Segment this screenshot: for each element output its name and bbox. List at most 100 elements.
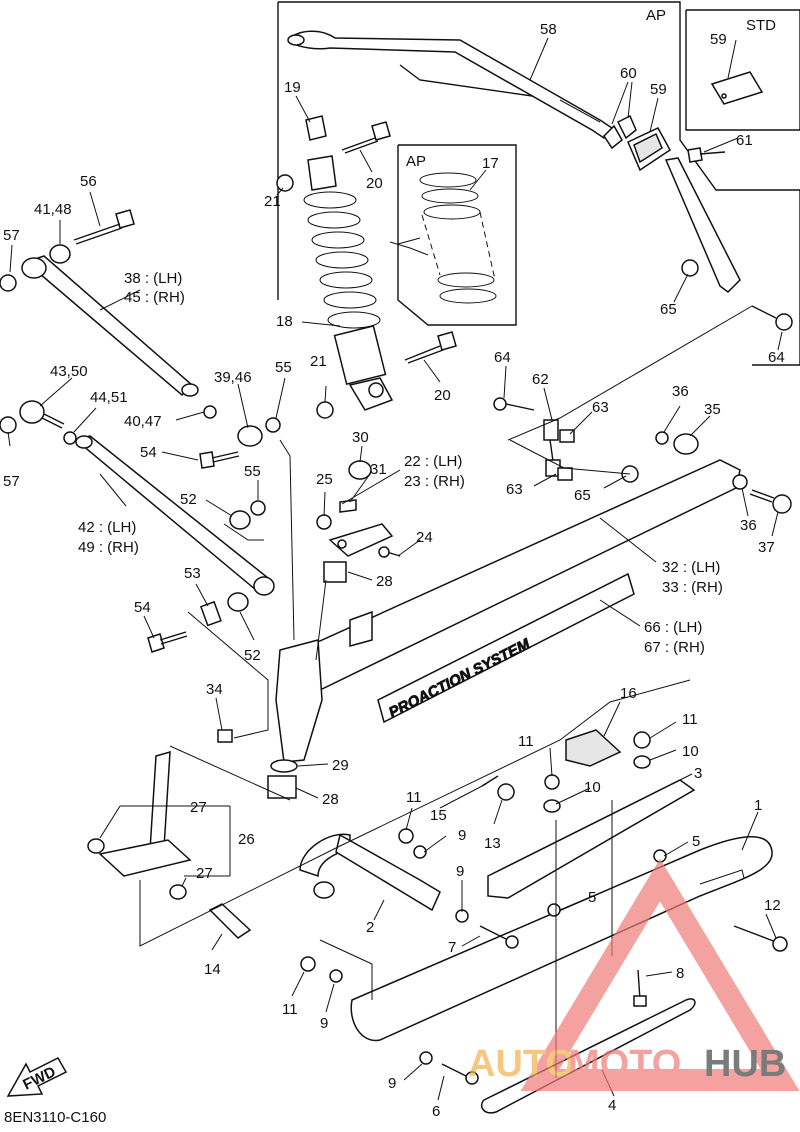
bolt-56 (73, 209, 135, 245)
bushing-41-48 (49, 244, 71, 264)
callout-56: 56 (80, 173, 97, 190)
callout-35: 35 (704, 401, 721, 418)
collar-53 (199, 600, 222, 627)
callout-31: 31 (370, 461, 387, 478)
callout-17: 17 (482, 155, 499, 172)
callout-2: 2 (366, 919, 374, 936)
callout-11-right: 11 (682, 711, 698, 728)
rod-end-43-50 (19, 400, 65, 429)
callout-64-left: 64 (494, 349, 511, 366)
callout-30: 30 (352, 429, 369, 446)
nut-11-a (544, 774, 560, 790)
callout-45-rh: 45 : (RH) (124, 289, 185, 306)
washer-10-a (543, 799, 561, 813)
nut-55-lower (250, 500, 266, 516)
watermark-part1: AUTO (468, 1043, 575, 1085)
callout-36-lower: 36 (740, 517, 757, 534)
leader-lines (7, 37, 783, 1101)
callout-36-upper: 36 (672, 383, 689, 400)
bracket-22-23 (328, 523, 394, 557)
callout-15: 15 (430, 807, 447, 824)
cap-30 (348, 460, 372, 480)
lower-radius-rod (74, 435, 275, 596)
washer-36-upper (655, 431, 669, 445)
callout-40-47: 40,47 (124, 413, 162, 430)
bolt-54-upper (199, 451, 240, 469)
callout-66-lh: 66 : (LH) (644, 619, 702, 636)
callout-10-right: 10 (682, 743, 699, 760)
bushing-52-upper (229, 510, 251, 530)
washer-9-a (413, 845, 427, 859)
suspension-arm (275, 459, 741, 763)
bolt-5-b (547, 903, 561, 917)
stabilizer-bar (287, 30, 741, 293)
callout-52-upper: 52 (180, 491, 197, 508)
watermark-logo: AUTO MOTO HUB (468, 858, 800, 1091)
washer-29 (270, 759, 298, 773)
callout-64-right: 64 (768, 349, 785, 366)
callout-32-lh: 32 : (LH) (662, 559, 720, 576)
bushing-52-lower (227, 592, 249, 612)
callout-27-upper: 27 (190, 799, 207, 816)
spindle-26 (98, 750, 192, 877)
callout-29: 29 (332, 757, 349, 774)
clip-31 (339, 499, 357, 513)
nut-21-upper (276, 174, 294, 192)
bolt-6 (441, 1063, 479, 1085)
nut-21-lower (316, 401, 334, 419)
callout-21-lower: 21 (310, 353, 327, 370)
nut-65-upper (681, 259, 699, 277)
callout-9-upper: 9 (458, 827, 466, 844)
callout-9-bottom: 9 (388, 1075, 396, 1092)
shock-absorber (303, 115, 394, 411)
bracket-59 (627, 127, 671, 172)
callout-6: 6 (432, 1103, 440, 1120)
callout-57-lower: 57 (3, 473, 20, 490)
watermark-part2: MOTO (568, 1043, 681, 1085)
bolt-64-lower (751, 305, 793, 331)
callout-5-mid: 5 (588, 889, 596, 906)
callout-44-51: 44,51 (90, 389, 128, 406)
callout-43-50: 43,50 (50, 363, 88, 380)
callout-24: 24 (416, 529, 433, 546)
callout-57-upper: 57 (3, 227, 20, 244)
callout-11-left: 11 (406, 789, 422, 806)
nut-55-upper (265, 417, 281, 433)
watermark-part3: HUB (704, 1043, 786, 1085)
callout-20-upper: 20 (366, 175, 383, 192)
bolt-7 (479, 925, 519, 949)
bushing-28-lower (267, 775, 297, 799)
washer-10-b (633, 755, 651, 769)
nut-25 (316, 514, 332, 530)
ski-handle-2 (299, 833, 441, 912)
box-label-ap-spring: AP (406, 153, 426, 170)
washer-40-47 (203, 405, 217, 419)
bolt-37 (749, 489, 792, 514)
stabilizer-link-62 (543, 419, 561, 477)
bushing-27-a (87, 838, 105, 854)
callout-25: 25 (316, 471, 333, 488)
callout-55-upper: 55 (275, 359, 292, 376)
diagram-code: 8EN3110-C160 (4, 1109, 106, 1126)
callout-59-ap: 59 (650, 81, 667, 98)
callout-14: 14 (204, 961, 221, 978)
nut-57-upper (0, 274, 17, 292)
callout-23-rh: 23 : (RH) (404, 473, 465, 490)
callout-38-lh: 38 : (LH) (124, 270, 182, 287)
callout-28-upper: 28 (376, 573, 393, 590)
callout-18: 18 (276, 313, 293, 330)
bolt-34 (217, 729, 233, 743)
bushing-60 (603, 114, 637, 150)
bolt-8 (633, 969, 647, 1007)
callout-53: 53 (184, 565, 201, 582)
callout-54-lower: 54 (134, 599, 151, 616)
callout-9-lower: 9 (320, 1015, 328, 1032)
bushing-35 (673, 433, 699, 455)
bushing-39-46 (237, 425, 263, 447)
callout-61: 61 (736, 132, 753, 149)
ap-box-outline (277, 1, 800, 366)
callout-16: 16 (620, 685, 637, 702)
stopper-16 (565, 729, 622, 767)
nut-11-c (398, 828, 414, 844)
